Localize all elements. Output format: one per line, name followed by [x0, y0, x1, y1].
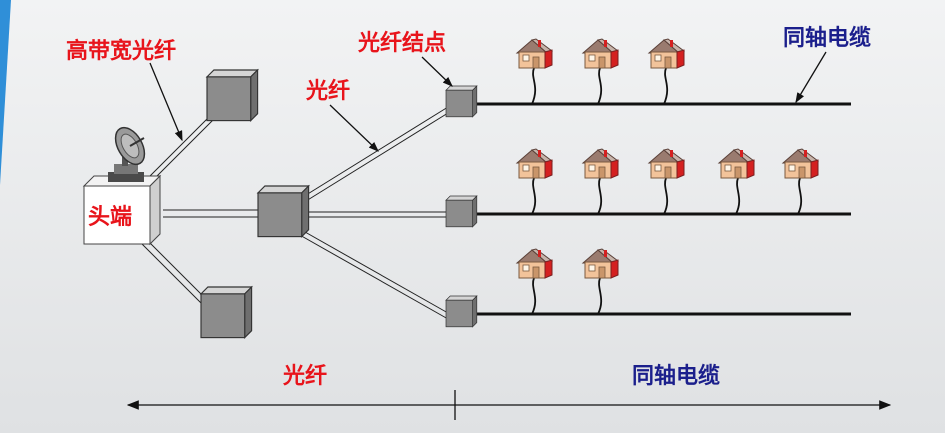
- fiber-node-icon: [445, 85, 478, 118]
- label-coax-cable: 同轴电缆: [783, 25, 871, 51]
- pointer-fiber: [329, 104, 379, 152]
- pointer-fiber-node: [421, 56, 453, 87]
- label-high-bandwidth-fiber: 高带宽光纤: [66, 38, 176, 64]
- label-fiber-section: 光纤: [282, 363, 327, 389]
- distribution-box-middle: [257, 185, 310, 238]
- label-fiber-node: 光纤结点: [357, 30, 446, 56]
- label-headend: 头端: [88, 205, 132, 230]
- label-coax-section: 同轴电缆: [632, 363, 720, 389]
- satellite-dish-icon: [108, 126, 146, 182]
- fiber-node-icon: [445, 195, 478, 228]
- distribution-box-bottom: [200, 286, 253, 339]
- fiber-node-icon: [445, 295, 478, 328]
- pointer-high-bandwidth-fiber: [149, 62, 183, 142]
- label-fiber: 光纤: [305, 78, 350, 104]
- pointer-coax-cable: [795, 51, 827, 104]
- accent-stripe: [0, 0, 11, 185]
- distribution-box-top: [206, 69, 259, 122]
- fiber-links: [137, 106, 449, 320]
- drop-wires: [531, 67, 803, 315]
